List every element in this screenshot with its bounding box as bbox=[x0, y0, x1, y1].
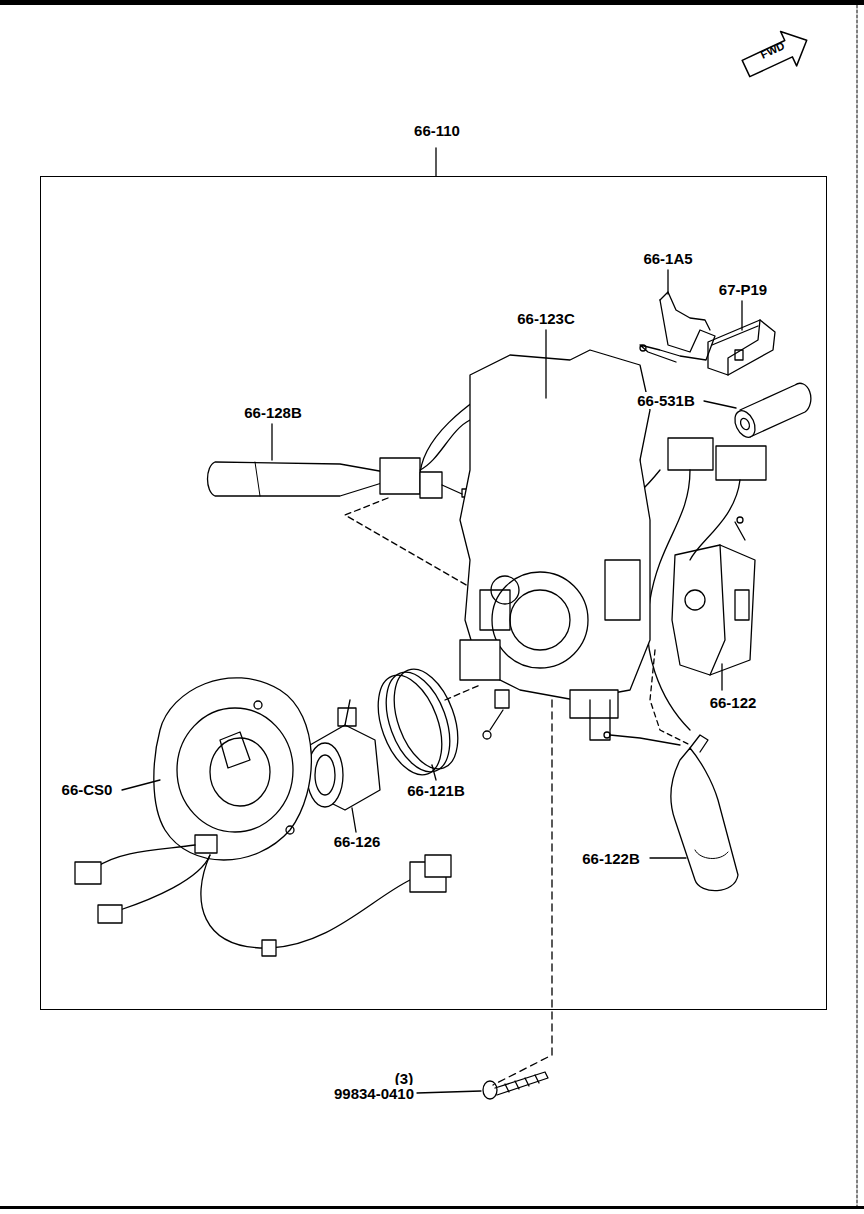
part-number: 99834-0410 bbox=[333, 1085, 415, 1102]
part-number: 66-121B bbox=[406, 782, 466, 799]
part-number: 66-122B bbox=[581, 850, 641, 867]
assembly-box: 66-110 bbox=[40, 176, 827, 1010]
part-number: 67-P19 bbox=[718, 281, 768, 298]
assembly-part-number: 66-110 bbox=[413, 122, 461, 139]
part-number: 66-128B bbox=[243, 404, 303, 421]
part-number: 66-126 bbox=[333, 833, 382, 850]
fwd-indicator: FWD bbox=[758, 39, 788, 61]
part-number: 66-531B bbox=[636, 392, 696, 409]
part-number: 66-CS0 bbox=[61, 781, 114, 798]
part-number: 66-122 bbox=[709, 694, 758, 711]
part-number: 66-1A5 bbox=[642, 250, 693, 267]
part-number: 66-123C bbox=[516, 310, 576, 327]
